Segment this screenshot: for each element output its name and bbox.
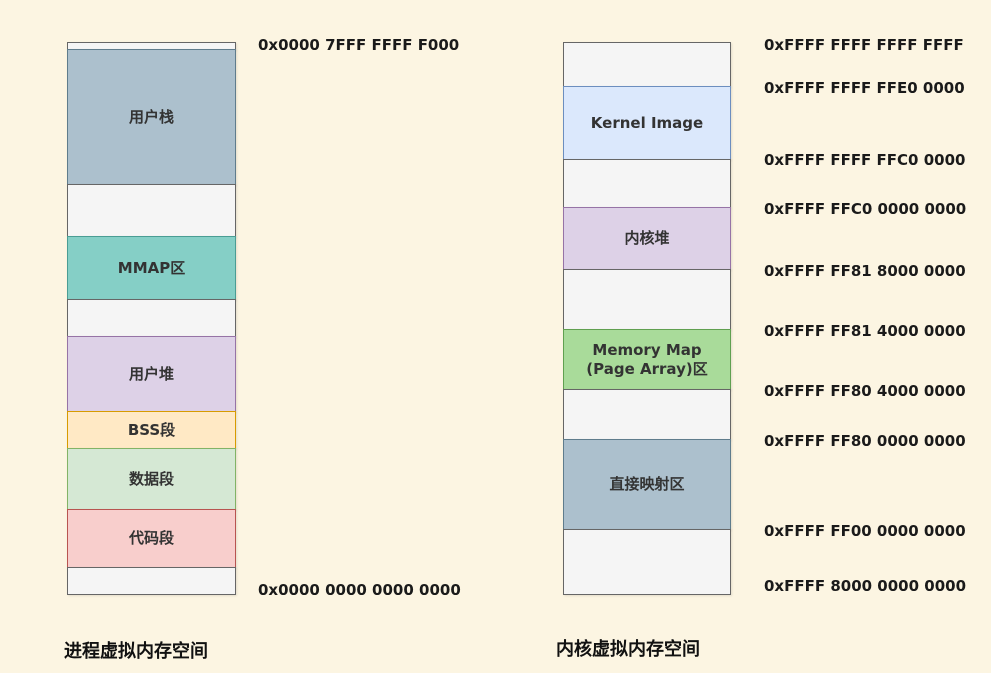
address-label: 0x0000 0000 0000 0000 <box>258 581 461 599</box>
segment-label: Kernel Image <box>590 113 704 132</box>
address-label: 0x0000 7FFF FFFF F000 <box>258 36 460 54</box>
segment-label: 用户堆 <box>128 364 174 383</box>
address-label: 0xFFFF FF81 4000 0000 <box>764 322 966 340</box>
address-label: 0xFFFF FFFF FFE0 0000 <box>764 79 965 97</box>
process-memory-title: 进程虚拟内存空间 <box>64 641 208 662</box>
address-label: 0xFFFF FFC0 0000 0000 <box>764 200 967 218</box>
empty-segment <box>67 299 236 337</box>
segment-data: 数据段 <box>67 448 236 510</box>
segment-bss: BSS段 <box>67 411 236 449</box>
segment-label: 代码段 <box>128 529 174 548</box>
segment-label: 内核堆 <box>624 229 670 248</box>
empty-segment <box>67 184 236 237</box>
segment-code: 代码段 <box>67 509 236 568</box>
process-memory-column: 用户栈 MMAP区 用户堆 BSS段 数据段 代码段 <box>67 42 236 595</box>
address-label: 0xFFFF FF80 4000 0000 <box>764 382 966 400</box>
empty-segment <box>563 42 731 87</box>
address-label: 0xFFFF FF80 0000 0000 <box>764 432 966 450</box>
segment-label: BSS段 <box>127 420 176 439</box>
segment-memory-map-page-array: Memory Map (Page Array)区 <box>563 329 731 390</box>
segment-label: 直接映射区 <box>609 475 685 494</box>
segment-kernel-heap: 内核堆 <box>563 207 731 270</box>
empty-segment <box>563 269 731 330</box>
kernel-memory-title: 内核虚拟内存空间 <box>556 639 700 660</box>
address-label: 0xFFFF 8000 0000 0000 <box>764 577 967 595</box>
segment-label: 数据段 <box>128 469 174 488</box>
empty-segment <box>563 389 731 440</box>
empty-segment <box>67 567 236 595</box>
segment-label: MMAP区 <box>117 258 186 277</box>
segment-label: 用户栈 <box>128 107 174 126</box>
segment-kernel-image: Kernel Image <box>563 86 731 160</box>
empty-segment <box>563 159 731 208</box>
segment-label: Memory Map (Page Array)区 <box>586 340 708 378</box>
address-label: 0xFFFF FF00 0000 0000 <box>764 522 966 540</box>
segment-direct-mapping: 直接映射区 <box>563 439 731 530</box>
address-label: 0xFFFF FFFF FFFF FFFF <box>764 36 964 54</box>
address-label: 0xFFFF FF81 8000 0000 <box>764 262 966 280</box>
segment-mmap: MMAP区 <box>67 236 236 300</box>
empty-segment <box>563 529 731 595</box>
kernel-memory-column: Kernel Image 内核堆 Memory Map (Page Array)… <box>563 42 731 595</box>
address-label: 0xFFFF FFFF FFC0 0000 <box>764 151 966 169</box>
segment-user-stack: 用户栈 <box>67 49 236 185</box>
segment-user-heap: 用户堆 <box>67 336 236 412</box>
